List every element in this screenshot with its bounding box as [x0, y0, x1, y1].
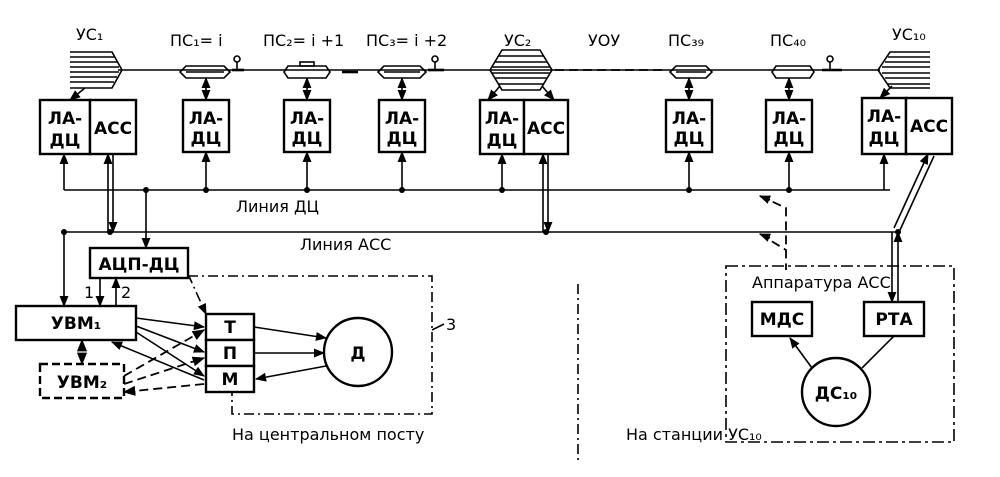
- label-us1: УС₁: [76, 25, 103, 44]
- station-us2-symbol: [489, 49, 553, 91]
- us1-arrow: [69, 87, 86, 101]
- us2-ass-text: АСС: [527, 119, 565, 139]
- label-ps3: ПС₃= i +2: [366, 31, 447, 50]
- station-ps3-symbol: [376, 55, 444, 79]
- ps40-la-dc-text-1: ЛА-: [772, 109, 806, 129]
- t-text: Т: [224, 318, 236, 338]
- caption-central-post: На центральном посту: [232, 425, 424, 444]
- label-1: 1: [84, 283, 94, 302]
- us10-la-dc-text-1: ЛА-: [867, 107, 901, 127]
- station-ps2-symbol: [283, 61, 358, 79]
- acp-dc-block: [88, 246, 190, 280]
- uvm1-text: УВМ₁: [51, 314, 101, 334]
- us2-arrow-left: [487, 85, 501, 101]
- us10-ass-diag-b: [899, 155, 935, 231]
- node-dc-ps1: [203, 187, 209, 193]
- us1-la-dc-text-2: ДЦ: [50, 131, 81, 151]
- ds10-circle: [800, 356, 872, 428]
- label-us2: УС₂: [504, 31, 531, 50]
- uvm2-to-t: [123, 329, 206, 377]
- ps39-la-dc-text-2: ДЦ: [674, 129, 705, 149]
- node-dc-ps40: [786, 187, 792, 193]
- station-ps39-symbol: [668, 65, 714, 79]
- station-us10-boundary: [725, 265, 955, 443]
- uvm2-to-p: [123, 356, 206, 385]
- node-dc-ps3: [399, 187, 405, 193]
- label-line-dc: Линия ДЦ: [236, 197, 319, 216]
- us2-la-dc-text-1: ЛА-: [485, 109, 519, 129]
- ds10-to-mds: [789, 337, 813, 369]
- rta-to-ds10: [861, 335, 895, 369]
- acp-to-t: [187, 273, 207, 316]
- m-to-uvm2: [122, 383, 205, 396]
- label-3: 3: [446, 315, 456, 334]
- ps2-la-dc-text-1: ЛА-: [290, 109, 324, 129]
- ps1-la-dc-text-1: ЛА-: [189, 109, 223, 129]
- uvm1-to-p: [135, 325, 206, 353]
- node-dc-ps39: [686, 187, 692, 193]
- acp-dc-text: АЦП-ДЦ: [98, 255, 179, 275]
- us10-ass-text: АСС: [910, 117, 948, 137]
- rta-text: РТА: [875, 310, 913, 330]
- label-ps1: ПС₁= i: [170, 31, 223, 50]
- m-block: [204, 364, 256, 394]
- us1-la-dc-text-1: ЛА-: [48, 109, 82, 129]
- mds-block: [750, 300, 814, 338]
- station-us1-symbol: [70, 51, 123, 89]
- m-text: М: [222, 370, 239, 390]
- p-text: П: [223, 344, 237, 364]
- ps3-la-dc-text-2: ДЦ: [387, 129, 418, 149]
- label-ps2: ПС₂= i +1: [263, 31, 344, 50]
- us2-la-dc-text-2: ДЦ: [487, 131, 518, 151]
- p-block: [204, 338, 256, 368]
- caption-ass-equipment: Аппаратура АСС: [752, 273, 891, 292]
- uvm2-block: [38, 362, 126, 400]
- ps2-la-dc-block: [282, 98, 332, 154]
- uvm1-to-t: [135, 317, 206, 331]
- us10-la-dc-text-2: ДЦ: [869, 129, 900, 149]
- label-ps40: ПС₄₀: [770, 31, 806, 50]
- d-to-m: [254, 365, 327, 382]
- dc-branch-to-station: [759, 195, 787, 270]
- ps40-la-dc-block: [764, 98, 814, 154]
- label-line-ass: Линия АСС: [300, 235, 391, 254]
- label-uou: УОУ: [588, 31, 620, 50]
- station-ps1-symbol: [178, 55, 244, 79]
- label-2: 2: [121, 283, 131, 302]
- ps2-la-dc-text-2: ДЦ: [292, 129, 323, 149]
- label-3-leader: [431, 323, 445, 331]
- caption-station: На станции УС₁₀: [626, 425, 762, 444]
- ds10-text: ДС₁₀: [815, 384, 858, 404]
- central-post-boundary: [188, 275, 433, 415]
- station-us10-symbol: [877, 51, 930, 89]
- node-dc-ps2: [304, 187, 310, 193]
- label-ps39: ПС₃₉: [668, 31, 704, 50]
- us10-ass-diag-a: [893, 152, 929, 229]
- us2-arrow-right: [541, 85, 555, 101]
- m-to-uvm1: [110, 341, 205, 381]
- us1-ass-text: АСС: [94, 119, 132, 139]
- mds-text: МДС: [760, 310, 805, 330]
- t-to-d: [253, 326, 328, 341]
- node-dc-us2: [499, 187, 505, 193]
- ps40-la-dc-text-2: ДЦ: [774, 129, 805, 149]
- d-text: Д: [350, 344, 365, 364]
- ps1-la-dc-text-2: ДЦ: [191, 129, 222, 149]
- uvm2-text: УВМ₂: [57, 373, 107, 393]
- label-us10: УС₁₀: [892, 25, 926, 44]
- us10-arrow: [879, 85, 893, 99]
- us10-ass-block: [904, 96, 954, 156]
- ass-branch-arrow: [758, 233, 772, 242]
- ps3-la-dc-text-1: ЛА-: [385, 109, 419, 129]
- us1-ass-block: [88, 98, 138, 156]
- uvm1-block: [14, 304, 138, 342]
- station-ps40-symbol: [771, 55, 842, 79]
- uvm1-to-m: [135, 331, 205, 377]
- ps39-la-dc-text-1: ЛА-: [672, 109, 706, 129]
- dc-branch-arrow: [758, 195, 772, 204]
